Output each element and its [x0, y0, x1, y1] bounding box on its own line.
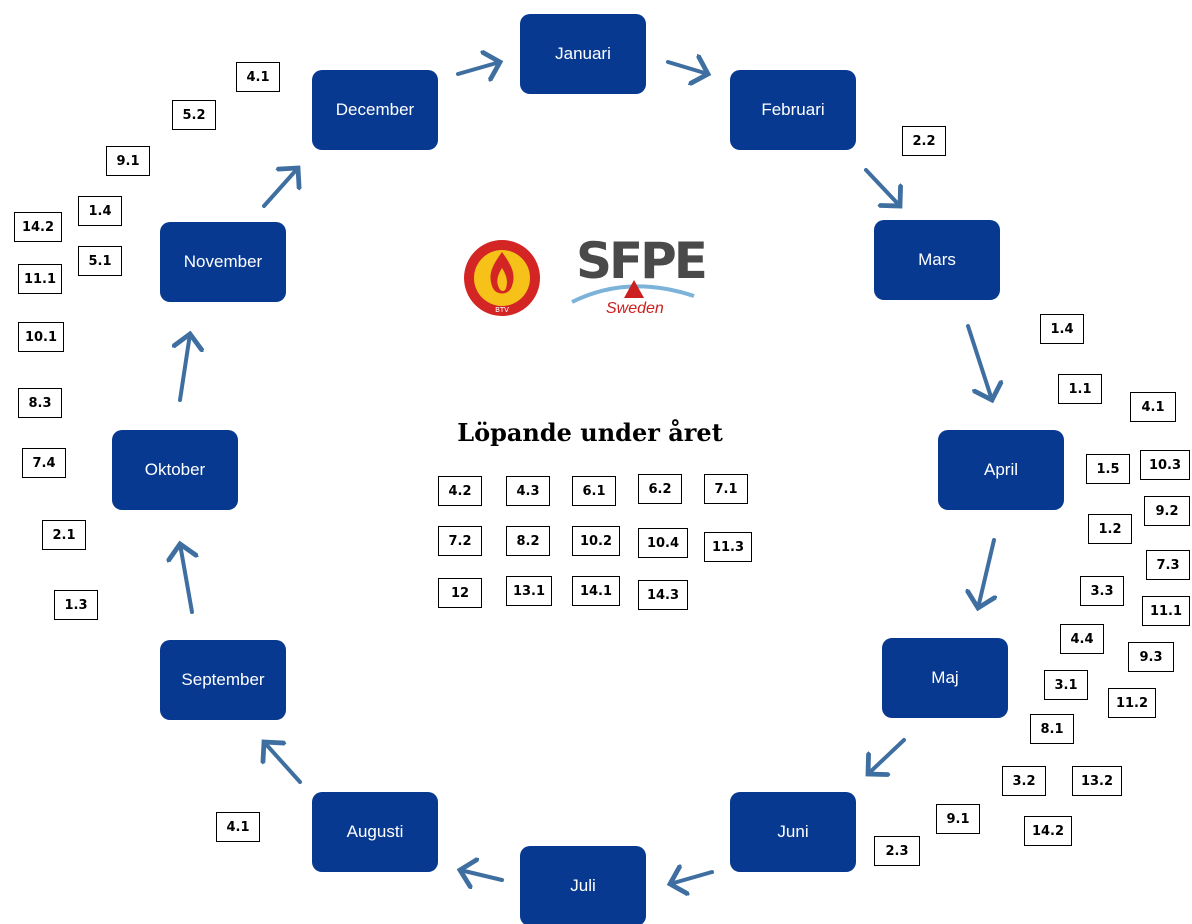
tag-jun-a: 3.2: [1002, 766, 1046, 796]
arrow-maj-jun: [868, 738, 906, 774]
month-juli: Juli: [520, 846, 646, 924]
month-oktober: Oktober: [112, 430, 238, 510]
month-mars: Mars: [874, 220, 1000, 300]
center-tag: 14.1: [572, 576, 620, 606]
tag-maj-c: 11.1: [1142, 596, 1190, 626]
month-augusti: Augusti: [312, 792, 438, 872]
tag-maj-g: 11.2: [1108, 688, 1156, 718]
btv-logo-label: BTV: [495, 306, 509, 314]
arrow-apr-maj: [978, 538, 994, 608]
arrow-nov-dec: [262, 168, 298, 208]
center-title: Löpande under året: [457, 418, 723, 447]
tag-apr-b: 1.1: [1058, 374, 1102, 404]
tag-maj-h: 8.1: [1030, 714, 1074, 744]
tag-jun-e: 2.3: [874, 836, 920, 866]
tag-dec-b: 5.2: [172, 100, 216, 130]
tag-maj-f: 3.1: [1044, 670, 1088, 700]
center-tag: 6.2: [638, 474, 682, 504]
arrow-feb-mar: [864, 168, 900, 206]
center-tag: 6.1: [572, 476, 616, 506]
month-januari: Januari: [520, 14, 646, 94]
arrow-okt-nov: [180, 334, 190, 402]
month-juni: Juni: [730, 792, 856, 872]
arrow-aug-sep: [264, 742, 302, 784]
center-tag: 7.1: [704, 474, 748, 504]
center-tag: 10.4: [638, 528, 688, 558]
center-tag: 4.2: [438, 476, 482, 506]
center-tag: 10.2: [572, 526, 620, 556]
btv-logo: BTV: [462, 238, 542, 323]
tag-apr-d: 1.5: [1086, 454, 1130, 484]
center-tag: 14.3: [638, 580, 688, 610]
sfpe-logo: SFPE Sweden: [568, 232, 708, 332]
tag-jun-c: 9.1: [936, 804, 980, 834]
tag-sep-a: 2.1: [42, 520, 86, 550]
tag-maj-a: 7.3: [1146, 550, 1190, 580]
tag-okt-a: 10.1: [18, 322, 64, 352]
tag-okt-b: 8.3: [18, 388, 62, 418]
month-september: September: [160, 640, 286, 720]
center-tag: 11.3: [704, 532, 752, 562]
tag-jun-d: 14.2: [1024, 816, 1072, 846]
month-april: April: [938, 430, 1064, 510]
month-februari: Februari: [730, 70, 856, 150]
month-december: December: [312, 70, 438, 150]
tag-apr-c: 4.1: [1130, 392, 1176, 422]
center-tag: 8.2: [506, 526, 550, 556]
tag-maj-b: 3.3: [1080, 576, 1124, 606]
tag-apr-e: 10.3: [1140, 450, 1190, 480]
tag-nov-c: 14.2: [14, 212, 62, 242]
tag-sep-b: 1.3: [54, 590, 98, 620]
arrow-jan-feb: [666, 62, 708, 74]
tag-okt-c: 7.4: [22, 448, 66, 478]
tag-apr-f: 9.2: [1144, 496, 1190, 526]
tag-apr-a: 1.4: [1040, 314, 1084, 344]
tag-maj-d: 4.4: [1060, 624, 1104, 654]
arrow-mar-apr: [966, 324, 992, 400]
tag-nov-a: 9.1: [106, 146, 150, 176]
arrow-sep-okt: [180, 544, 192, 614]
arrow-jun-jul: [670, 872, 714, 884]
sfpe-logo-subtitle: Sweden: [606, 300, 664, 317]
tag-jun-b: 13.2: [1072, 766, 1122, 796]
center-tag: 13.1: [506, 576, 552, 606]
tag-apr-g: 1.2: [1088, 514, 1132, 544]
arrow-jul-aug: [460, 870, 504, 880]
center-tag: 7.2: [438, 526, 482, 556]
sfpe-swoosh-icon: [571, 280, 695, 304]
tag-dec-a: 4.1: [236, 62, 280, 92]
tag-nov-e: 11.1: [18, 264, 62, 294]
arrow-dec-jan: [456, 62, 500, 74]
center-tag: 12: [438, 578, 482, 608]
tag-aug-a: 4.1: [216, 812, 260, 842]
sfpe-logo-text: SFPE: [576, 232, 708, 290]
tag-nov-d: 5.1: [78, 246, 122, 276]
center-tag: 4.3: [506, 476, 550, 506]
tag-maj-e: 9.3: [1128, 642, 1174, 672]
tag-nov-b: 1.4: [78, 196, 122, 226]
month-maj: Maj: [882, 638, 1008, 718]
month-november: November: [160, 222, 286, 302]
tag-feb-a: 2.2: [902, 126, 946, 156]
